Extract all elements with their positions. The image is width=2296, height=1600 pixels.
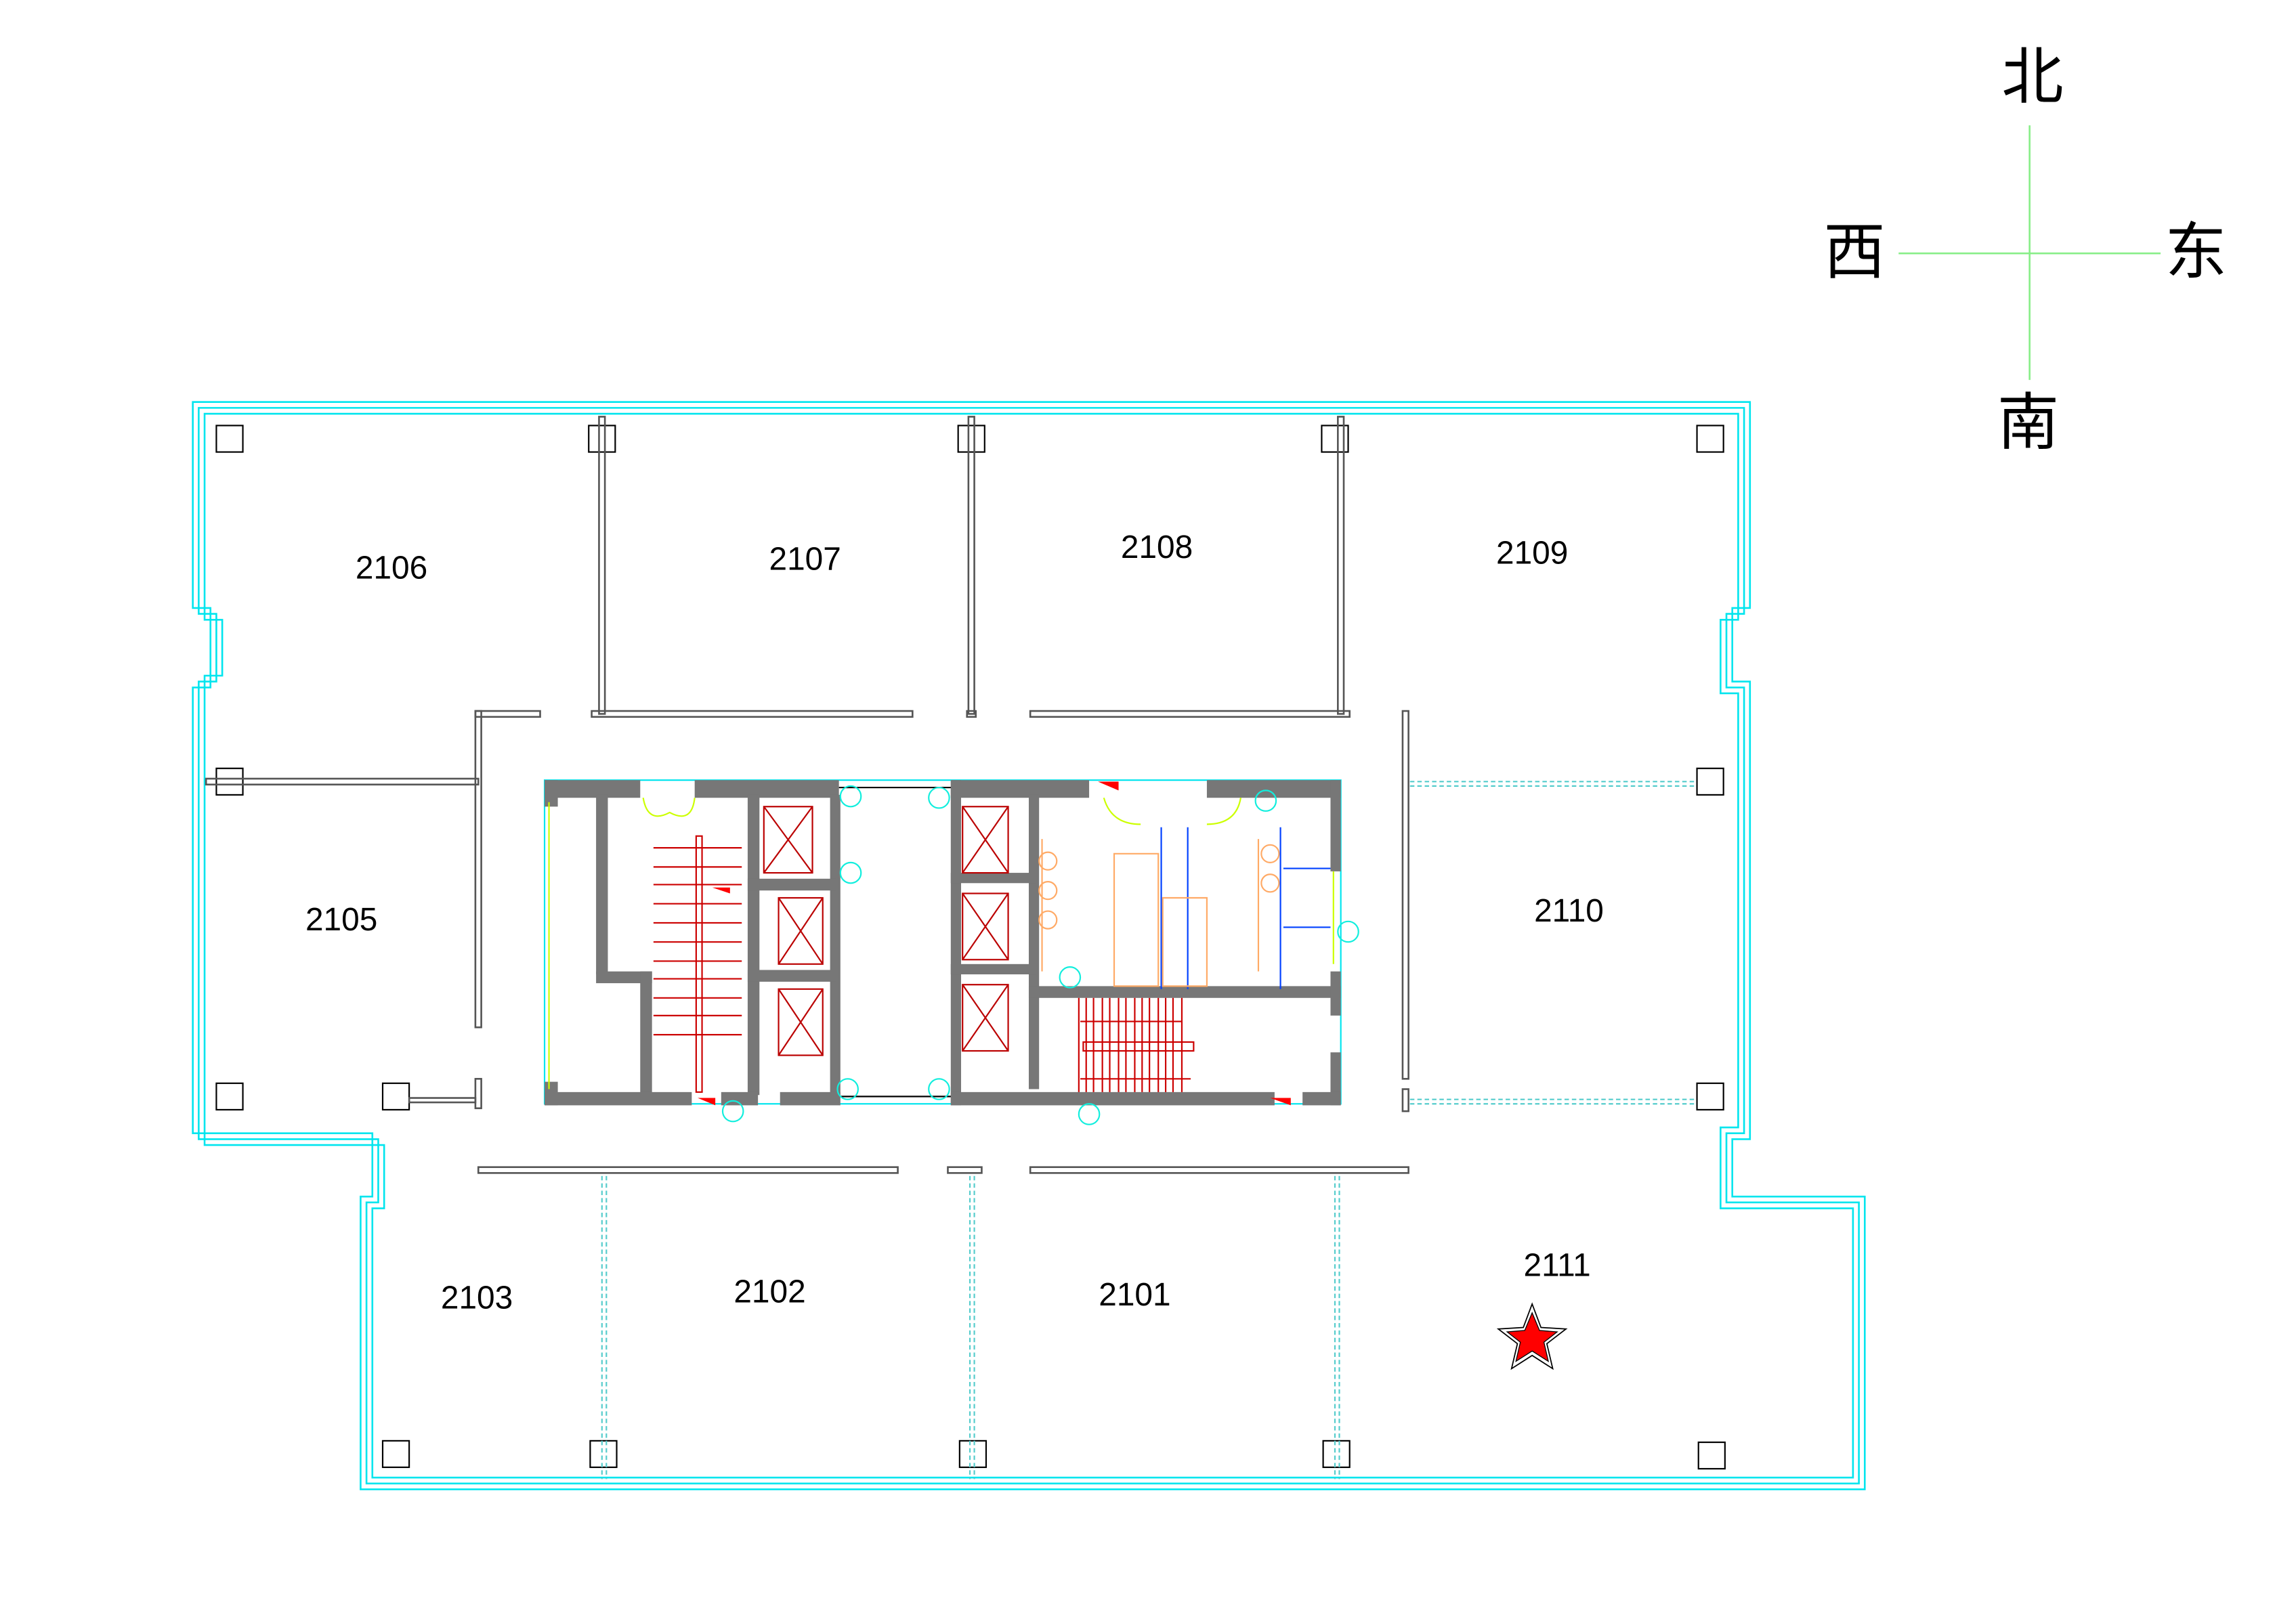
star-icon — [1496, 1302, 1568, 1370]
room-2101: 2101 — [1099, 1277, 1170, 1313]
structural-columns — [215, 425, 1726, 1470]
room-2108: 2108 — [1121, 529, 1193, 565]
tree-icons — [721, 785, 1359, 1125]
doors — [548, 797, 1334, 1089]
building-core — [543, 779, 1359, 1125]
compass-east: 东 — [2165, 216, 2227, 288]
room-2102: 2102 — [734, 1274, 805, 1310]
building-outline — [192, 401, 1866, 1490]
room-2103: 2103 — [441, 1280, 513, 1316]
room-labels: 2106 2107 2108 2109 2105 2110 2103 2102 … — [305, 529, 1604, 1316]
elevator-shafts — [763, 806, 1009, 1056]
stairs — [653, 835, 1195, 1093]
room-2110: 2110 — [1534, 893, 1604, 929]
restroom-fixtures — [1038, 827, 1331, 989]
compass: 北 西 东 南 — [1823, 41, 2226, 459]
room-2106: 2106 — [356, 550, 427, 586]
partition-walls — [205, 416, 1696, 1479]
room-2111: 2111 — [1523, 1247, 1590, 1283]
room-2105: 2105 — [305, 902, 377, 938]
compass-north: 北 — [2001, 41, 2063, 113]
room-2109: 2109 — [1496, 536, 1568, 571]
compass-west: 西 — [1823, 216, 1885, 288]
compass-south: 南 — [1997, 387, 2059, 459]
room-2107: 2107 — [769, 541, 841, 577]
